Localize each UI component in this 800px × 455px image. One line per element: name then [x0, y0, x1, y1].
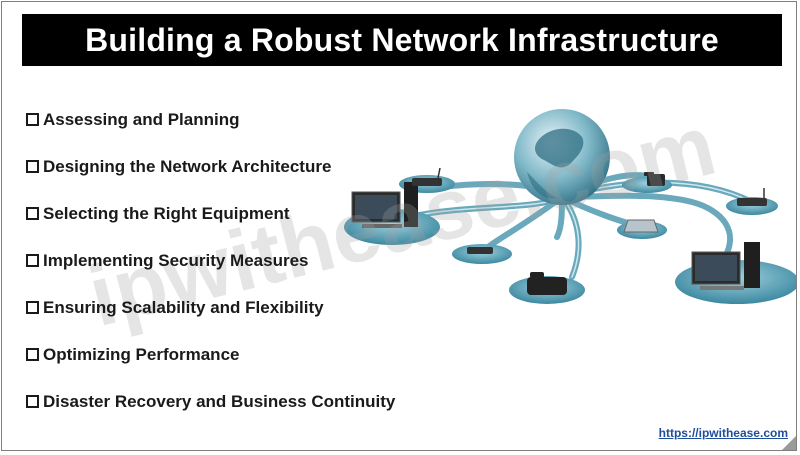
list-item: Selecting the Right Equipment: [26, 190, 395, 237]
list-item: Optimizing Performance: [26, 331, 395, 378]
laptop-icon: [623, 219, 659, 233]
list-item: Ensuring Scalability and Flexibility: [26, 284, 395, 331]
checkbox-icon: [26, 113, 39, 126]
footer-link[interactable]: https://ipwithease.com: [658, 426, 788, 440]
router-right-icon: [737, 188, 767, 206]
list-item-label: Selecting the Right Equipment: [43, 203, 290, 223]
computer-right-icon: [691, 242, 760, 290]
title-banner: Building a Robust Network Infrastructure: [22, 14, 782, 66]
network-illustration: [344, 109, 796, 304]
router-icon: [412, 167, 442, 186]
checkbox-icon: [26, 160, 39, 173]
list-item-label: Optimizing Performance: [43, 344, 240, 364]
page-title: Building a Robust Network Infrastructure: [85, 21, 719, 58]
list-item: Designing the Network Architecture: [26, 143, 395, 190]
checkbox-icon: [26, 254, 39, 267]
list-item-label: Implementing Security Measures: [43, 250, 309, 270]
list-item: Disaster Recovery and Business Continuit…: [26, 378, 395, 425]
list-item-label: Assessing and Planning: [43, 109, 240, 129]
list-item-label: Designing the Network Architecture: [43, 156, 332, 176]
computer-left-icon: [351, 182, 418, 228]
list-item: Assessing and Planning: [26, 96, 395, 143]
checkbox-icon: [26, 395, 39, 408]
modem-icon: [467, 247, 493, 254]
checkbox-icon: [26, 301, 39, 314]
page-curl-icon: [782, 436, 796, 450]
topic-list: Assessing and Planning Designing the Net…: [26, 96, 395, 425]
checkbox-icon: [26, 348, 39, 361]
list-item-label: Disaster Recovery and Business Continuit…: [43, 391, 396, 411]
list-item: Implementing Security Measures: [26, 237, 395, 284]
globe-icon: [514, 109, 610, 205]
list-item-label: Ensuring Scalability and Flexibility: [43, 297, 324, 317]
phone-icon: [644, 172, 665, 186]
checkbox-icon: [26, 207, 39, 220]
desk-phone-icon: [527, 272, 567, 295]
